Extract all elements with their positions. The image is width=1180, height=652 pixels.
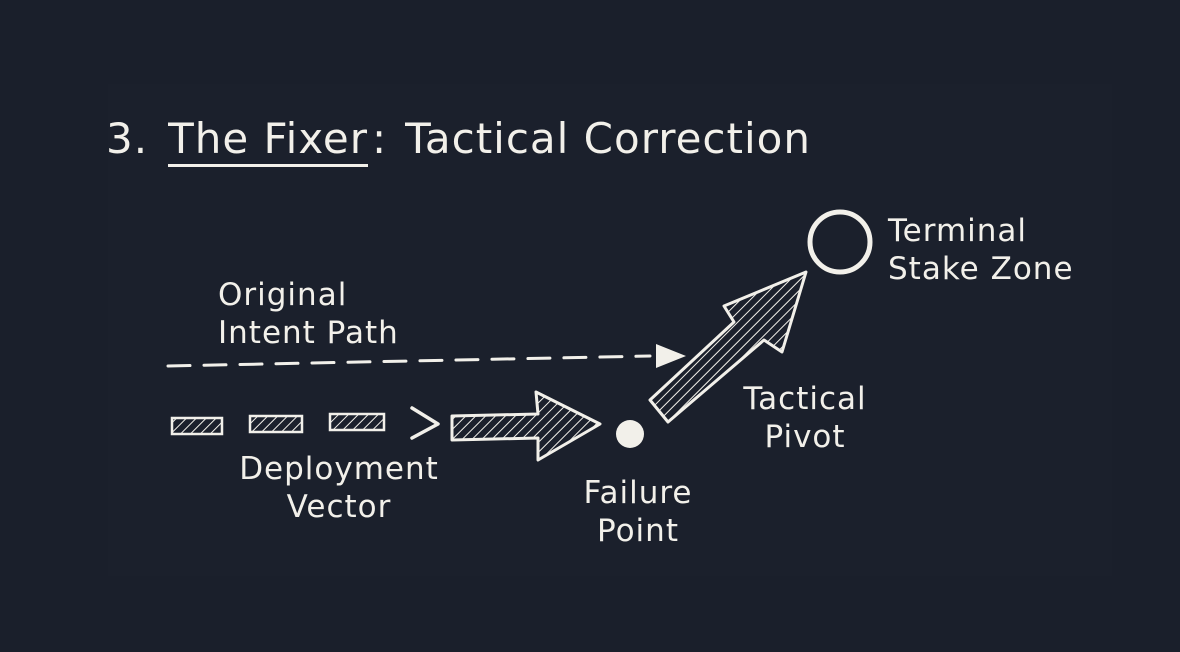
title-number: 3. [106,114,149,163]
deployment-vector-line-1: Deployment [239,451,439,487]
tactical-pivot-arrow [648,270,808,424]
failure-point-line-2: Point [597,513,679,549]
original-intent-line-2: Intent Path [218,315,399,351]
terminal-stake-zone-line-2: Stake Zone [888,251,1074,287]
deployment-vector [170,390,602,462]
original-intent-label: Original Intent Path [218,276,399,352]
failure-point-line-1: Failure [583,475,693,511]
original-intent-arrowhead [656,344,686,368]
chevron-right-icon [410,406,440,440]
terminal-stake-zone-line-1: Terminal [888,213,1028,249]
deployment-dash [170,416,224,436]
tactical-pivot-line-1: Tactical [743,381,867,417]
diagram-title: 3.The Fixer:Tactical Correction [106,118,811,167]
deployment-vector-label: Deployment Vector [236,450,442,526]
original-intent-path [166,344,686,368]
terminal-zone-circle [807,209,873,275]
failure-point-dot [616,420,644,448]
title-name: The Fixer [168,118,368,167]
deployment-dash [328,412,386,432]
deployment-arrow [450,390,602,462]
tactical-pivot-line-2: Pivot [764,419,846,455]
title-subtitle: Tactical Correction [405,114,811,163]
title-separator: : [372,114,388,163]
deployment-vector-line-2: Vector [286,489,392,525]
deployment-dash [248,414,304,434]
failure-point-label: Failure Point [568,474,708,550]
original-intent-line-1: Original [218,277,348,313]
tactical-pivot-label: Tactical Pivot [732,380,878,456]
terminal-stake-zone-label: Terminal Stake Zone [888,212,1074,288]
